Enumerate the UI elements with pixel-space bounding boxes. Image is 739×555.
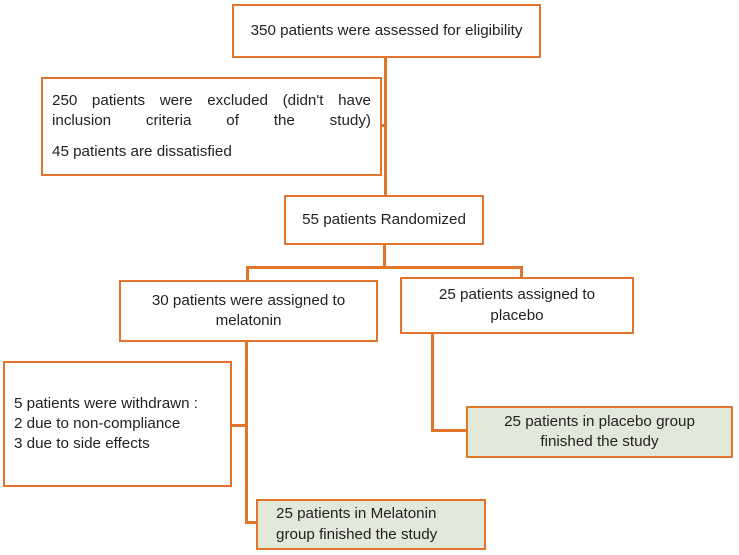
connector-to-excluded <box>380 124 387 127</box>
connector-to-placebo-completed <box>431 429 468 432</box>
node-melatonin-completed-line-2: group finished the study <box>276 525 438 543</box>
node-placebo-assigned[interactable]: 25 patients assigned to placebo <box>400 277 634 334</box>
connector-randomized-bar <box>246 266 523 269</box>
node-withdrawn-line-2: 2 due to non-compliance <box>14 414 181 432</box>
node-melatonin-assigned[interactable]: 30 patients were assigned to melatonin <box>119 280 378 342</box>
node-assessed-for-eligibility[interactable]: 350 patients were assessed for eligibili… <box>232 4 541 58</box>
connector-to-melatonin-completed <box>245 521 258 524</box>
node-excluded-line-1: 250 patients were excluded (didn't have … <box>52 92 371 130</box>
node-melatonin-completed-line-1: 25 patients in Melatonin <box>276 505 437 523</box>
node-withdrawn-line-1: 5 patients were withdrawn : <box>14 394 199 412</box>
connector-randomized-right-drop <box>520 266 523 277</box>
connector-randomized-left-drop <box>246 266 249 280</box>
connector-placebo-trunk <box>431 334 434 432</box>
node-withdrawn[interactable]: 5 patients were withdrawn : 2 due to non… <box>3 361 232 487</box>
connector-melatonin-trunk <box>245 342 248 524</box>
node-excluded-line-2: 45 patients are dissatisfied <box>52 142 232 160</box>
node-assessed-line-1: 350 patients were assessed for eligibili… <box>250 21 523 39</box>
node-randomized-line-1: 55 patients Randomized <box>302 210 466 228</box>
connector-randomized-down <box>383 245 386 268</box>
node-withdrawn-line-3: 3 due to side effects <box>14 435 150 453</box>
node-placebo-assigned-line-1: 25 patients assigned to <box>438 286 596 304</box>
node-melatonin-completed[interactable]: 25 patients in Melatonin group finished … <box>256 499 486 550</box>
node-melatonin-assigned-line-1: 30 patients were assigned to <box>151 291 346 309</box>
node-placebo-completed[interactable]: 25 patients in placebo group finished th… <box>466 406 733 458</box>
node-excluded[interactable]: 250 patients were excluded (didn't have … <box>41 77 382 176</box>
connector-to-withdrawn <box>229 424 246 427</box>
node-melatonin-assigned-line-2: melatonin <box>215 312 282 329</box>
node-placebo-assigned-line-2: placebo <box>490 306 544 324</box>
node-placebo-completed-line-1: 25 patients in placebo group <box>504 412 695 430</box>
node-randomized[interactable]: 55 patients Randomized <box>284 195 484 245</box>
node-placebo-completed-line-2: finished the study <box>540 433 659 450</box>
